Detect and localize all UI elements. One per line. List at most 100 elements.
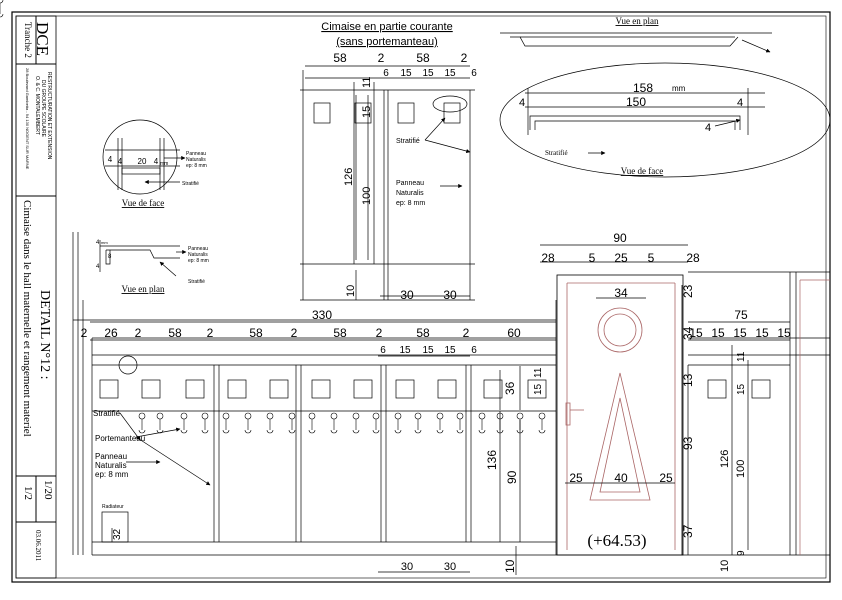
coat-hooks <box>0 0 4 18</box>
dim-label: 6 <box>471 68 477 79</box>
dim-label: 34 <box>681 326 695 340</box>
dim-label: 90 <box>505 470 519 484</box>
dim-label: 58 <box>333 326 347 340</box>
dim-label: 90 <box>613 231 627 245</box>
dim-label: 34 <box>614 286 628 300</box>
dim-label: 15 <box>399 345 411 356</box>
coat-hook <box>394 412 402 434</box>
level-marker: (+64.53) <box>587 531 646 550</box>
coat-hook <box>352 412 360 434</box>
coat-hook <box>138 412 146 434</box>
view-face-left <box>102 119 186 195</box>
unit-label: mm <box>101 240 108 245</box>
tb-stage: DCE <box>33 22 52 56</box>
view-title-face-left: Vue de face <box>122 198 164 208</box>
section-cimaise-courante <box>300 65 475 301</box>
dim-label: 25 <box>614 251 628 265</box>
dim-label: 5 <box>589 251 596 265</box>
dim-label: 15 <box>444 68 456 79</box>
view-title-plan: Vue en plan <box>616 16 659 26</box>
coat-hook <box>414 412 422 434</box>
label-panneau: Panneau <box>396 180 424 187</box>
label-radiateur: Radiateur <box>102 504 124 510</box>
dim-label: 4 <box>154 157 159 166</box>
dim-label: 25 <box>659 471 673 485</box>
label-stratifie: Stratifié <box>396 138 420 145</box>
dim-label: 26 <box>104 326 118 340</box>
coat-hook <box>372 412 380 434</box>
dim-label: 75 <box>734 308 748 322</box>
tb-drawing-title: Cimaise dans le hall maternelle et range… <box>21 200 33 437</box>
dim-label: 2 <box>463 326 470 340</box>
label-stratifie: Stratifié <box>188 279 205 285</box>
dim-label: 2 <box>207 326 214 340</box>
view-title-face: Vue de face <box>621 166 663 176</box>
coat-hook <box>496 412 504 434</box>
dim-label: 158 <box>633 81 653 95</box>
dim-label: 15 <box>361 106 373 118</box>
dim-label: 11 <box>361 77 373 88</box>
dim-label: 36 <box>503 381 517 395</box>
tb-address: 28 Boulevard Gambetta - 94 130 NOGENT SU… <box>25 68 30 170</box>
tb-date: 03.06.2011 <box>34 530 42 562</box>
sheet-inner-frame <box>15 15 827 579</box>
coat-hook <box>244 412 252 434</box>
dim-label: 58 <box>416 51 430 65</box>
dim-label: 15 <box>444 345 456 356</box>
dim-label: 9 <box>736 550 747 556</box>
tb-project-1: RESTRUCTURATION ET EXTENSION <box>46 72 52 160</box>
view-plan-right <box>499 32 831 178</box>
dim-label: 4 <box>737 97 743 109</box>
dim-label: 32 <box>112 528 123 540</box>
dim-label: 4 <box>96 240 100 246</box>
dim-label: 28 <box>541 251 555 265</box>
dim-label: 150 <box>626 95 646 109</box>
dim-label: 2 <box>81 326 88 340</box>
dim-label: 20 <box>138 157 147 166</box>
section-title-line2: (sans portemanteau) <box>336 36 438 48</box>
dim-label: 15 <box>733 326 747 340</box>
dim-label: 58 <box>249 326 263 340</box>
dim-label: 6 <box>380 345 386 356</box>
dim-label: 15 <box>400 68 412 79</box>
dim-label: 25 <box>569 471 583 485</box>
dim-label: 13 <box>681 373 695 387</box>
coat-hook <box>456 412 464 434</box>
section-title-line1: Cimaise en partie courante <box>321 21 452 33</box>
tb-detail: DETAIL N°12 : <box>37 290 52 380</box>
dim-label: 11 <box>533 367 544 378</box>
label-panneau: Panneau <box>188 246 208 252</box>
label-portemanteau: Portemanteau <box>95 434 145 443</box>
label-panneau: Naturalis <box>186 157 206 163</box>
dim-label: 10 <box>345 285 357 297</box>
label-panneau: ep: 8 mm <box>188 258 209 264</box>
dim-label: 15 <box>755 326 769 340</box>
dim-label: 15 <box>689 326 703 340</box>
dim-label: 58 <box>333 51 347 65</box>
dim-label: 15 <box>422 68 434 79</box>
dim-label: 4 <box>96 264 100 270</box>
dim-label: 30 <box>444 561 456 573</box>
tb-project-3: O. & C. MONTALEMBERT <box>34 76 40 135</box>
dim-label: 37 <box>681 524 695 538</box>
dim-label: 15 <box>422 345 434 356</box>
dim-label: 4 <box>519 97 525 109</box>
dim-label: 30 <box>443 288 457 302</box>
dim-label: 28 <box>686 251 700 265</box>
dim-label: 2 <box>378 51 385 65</box>
view-plan-left <box>99 240 187 277</box>
coat-hook <box>201 412 209 434</box>
dim-label: 2 <box>291 326 298 340</box>
dim-label: 8 <box>108 254 112 260</box>
tb-sheet: 1/2 <box>22 486 34 501</box>
dim-label: 2 <box>461 51 468 65</box>
dim-label: 11 <box>736 351 747 362</box>
coat-hook <box>308 412 316 434</box>
tb-lot: Tranche 2 <box>23 22 33 58</box>
dim-label: 2 <box>135 326 142 340</box>
dim-label: 10 <box>719 560 731 572</box>
coat-hook <box>288 412 296 434</box>
unit-label: mm <box>672 84 686 93</box>
